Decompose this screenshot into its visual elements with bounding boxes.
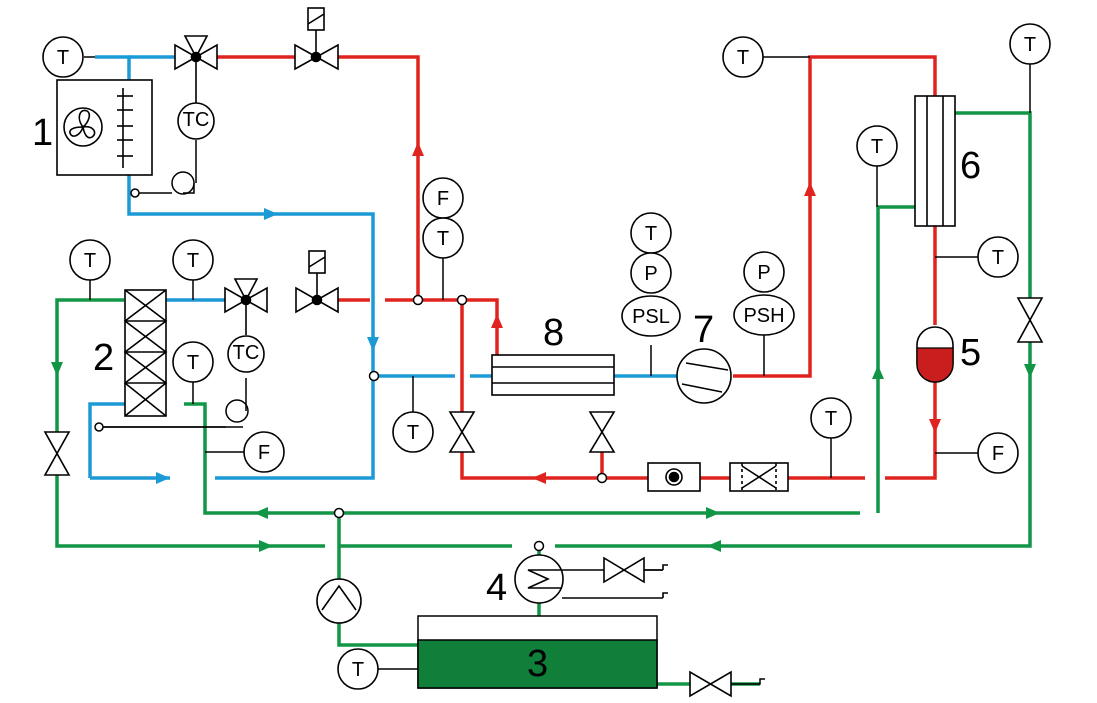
expansion-valve-condenser xyxy=(174,35,218,105)
plate-evaporator-2 xyxy=(123,289,168,417)
solenoid-valve-top xyxy=(294,7,339,71)
temperature-controller-condenser: TC xyxy=(177,102,215,140)
temp-sensor-condenser-outlet: T xyxy=(977,236,1019,278)
svg-text:T: T xyxy=(645,223,657,245)
temp-sensor-evap-refrigerant: T xyxy=(172,239,214,281)
svg-text:TC: TC xyxy=(183,109,210,131)
pressure-switch-high: PSH xyxy=(733,294,795,336)
temp-sensor-discharge: T xyxy=(722,36,764,78)
svg-text:T: T xyxy=(84,250,96,272)
sight-glass xyxy=(647,462,701,492)
temp-sensor-refrigerant: T xyxy=(422,217,464,259)
svg-text:PSH: PSH xyxy=(743,305,784,327)
pressure-sensor-compressor-out: P xyxy=(743,251,785,293)
junction-dots xyxy=(94,188,608,552)
instrument-leaders xyxy=(84,56,1031,670)
fan-icon xyxy=(69,109,96,139)
water-pump xyxy=(316,578,362,624)
red-refrigerant-lines xyxy=(217,55,937,480)
svg-text:PSL: PSL xyxy=(632,306,670,328)
svg-text:T: T xyxy=(437,228,449,250)
bypass-valve-left xyxy=(448,411,476,453)
svg-text:T: T xyxy=(187,250,199,272)
temp-sensor-liquid-line: T xyxy=(810,397,852,439)
svg-text:T: T xyxy=(187,352,199,374)
temp-sensor-evap-water-out: T xyxy=(172,341,214,383)
svg-text:F: F xyxy=(258,442,270,464)
svg-text:F: F xyxy=(992,443,1004,465)
temperature-controller-evaporator: TC xyxy=(227,335,265,373)
heat-exchanger-4 xyxy=(514,554,668,604)
temp-sensor-condenser-water-out: T xyxy=(1009,23,1051,65)
label-8: 8 xyxy=(543,312,564,354)
svg-text:P: P xyxy=(644,263,657,285)
flow-sensor-evaporator: F xyxy=(243,431,285,473)
flow-sensor-refrigerant: F xyxy=(422,177,464,219)
bypass-valve-right xyxy=(588,411,616,453)
temp-sensor-condenser-water-in: T xyxy=(856,125,898,167)
liquid-receiver-5 xyxy=(916,326,954,383)
internal-heat-exchanger-8 xyxy=(491,354,615,396)
temp-sensor-evap-water-in: T xyxy=(69,239,111,281)
svg-text:T: T xyxy=(871,136,883,158)
svg-text:F: F xyxy=(437,188,449,210)
temp-sensor-suction: T xyxy=(392,411,434,453)
flow-sensor-liquid-line: F xyxy=(977,432,1019,474)
label-4: 4 xyxy=(486,567,507,609)
heat-exchanger-valve xyxy=(603,556,645,584)
temp-sensor-compressor-in: T xyxy=(630,212,672,254)
svg-text:T: T xyxy=(407,422,419,444)
compressor-7 xyxy=(676,348,732,404)
component-numbers: 1 2 3 4 5 6 7 8 xyxy=(32,112,981,685)
pressure-sensor-compressor-in: P xyxy=(630,252,672,294)
svg-text:T: T xyxy=(57,47,69,69)
label-2: 2 xyxy=(93,337,114,379)
condenser-unit-1 xyxy=(56,79,153,176)
label-7: 7 xyxy=(693,309,714,351)
svg-text:T: T xyxy=(352,659,364,681)
label-6: 6 xyxy=(960,145,981,187)
water-tank-3 xyxy=(417,615,658,689)
filter-drier xyxy=(729,462,789,492)
instruments: T T T T F T F T T P PSL P PSH T T T T T … xyxy=(42,23,1051,690)
label-3: 3 xyxy=(527,643,548,685)
valves xyxy=(43,7,1044,698)
water-condenser-6 xyxy=(914,95,956,227)
water-outlet-valve xyxy=(689,670,732,698)
svg-text:T: T xyxy=(992,247,1004,269)
evaporator-water-valve xyxy=(43,431,71,476)
svg-text:T: T xyxy=(825,408,837,430)
pressure-switch-low: PSL xyxy=(621,295,681,337)
temp-sensor-condenser-air: T xyxy=(42,36,84,78)
svg-text:TC: TC xyxy=(233,342,260,364)
label-1: 1 xyxy=(32,112,53,154)
svg-text:T: T xyxy=(1024,34,1036,56)
svg-text:P: P xyxy=(757,262,770,284)
label-5: 5 xyxy=(960,332,981,374)
svg-text:T: T xyxy=(737,47,749,69)
tc-capillaries xyxy=(103,140,249,428)
solenoid-valve-evaporator xyxy=(295,250,339,314)
expansion-valve-evaporator xyxy=(224,278,268,335)
condenser-water-valve xyxy=(1016,297,1044,343)
temp-sensor-tank: T xyxy=(337,648,379,690)
